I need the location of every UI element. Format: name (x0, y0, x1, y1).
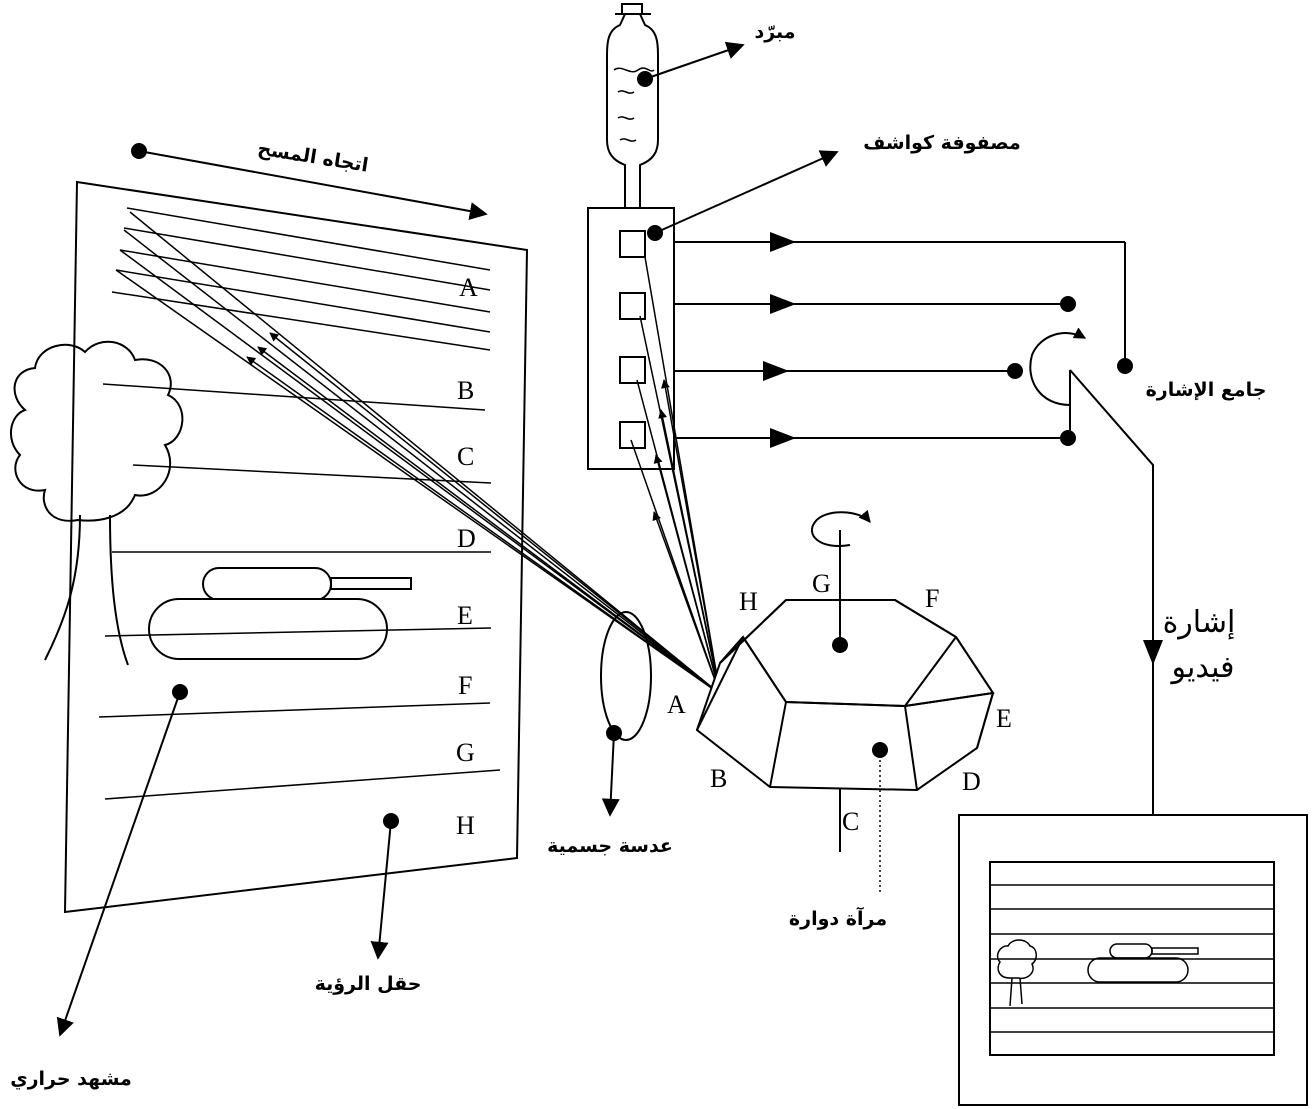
field-of-view-label: حقل الرؤية (315, 973, 422, 995)
stereo-lens-label: عدسة جسمية (547, 835, 673, 857)
signal-collector: جامع الإشارة إشارة فيديو (1029, 327, 1267, 815)
ray-bundle (115, 211, 721, 695)
facet-label-g: G (812, 569, 831, 598)
video-signal-label-line1: إشارة (1163, 605, 1236, 640)
facet-label-c: C (842, 807, 859, 836)
facet-label-h: H (739, 587, 758, 616)
cooler: مبرّد (606, 3, 796, 208)
facet-label-e: E (996, 704, 1012, 733)
detector-rays (630, 256, 721, 695)
rotating-mirror-label: مرآة دوارة (789, 906, 887, 930)
video-signal-label-line2: فيديو (1170, 650, 1235, 685)
scan-label-a: A (459, 273, 478, 302)
detector-array: مصفوفة كواشف (587, 132, 1021, 470)
facet-label-b: B (710, 764, 727, 793)
scan-label-f: F (458, 671, 472, 700)
scan-label-b: B (457, 376, 474, 405)
signal-collector-label: جامع الإشارة (1146, 379, 1267, 401)
scan-label-c: C (457, 442, 474, 471)
tree-shape (10, 340, 184, 666)
facet-label-a: A (667, 690, 686, 719)
mirror-facet-labels: H G F E D C B A (667, 569, 1012, 836)
signal-lines (674, 232, 1133, 448)
scan-direction-label: اتجاه المسح (256, 137, 370, 176)
scan-label-e: E (457, 601, 473, 630)
stereo-lens: عدسة جسمية (547, 611, 673, 857)
tank-shape (148, 567, 412, 660)
facet-label-f: F (925, 584, 939, 613)
rotating-mirror: H G F E D C B A مرآة دوارة (667, 509, 1012, 930)
detector-array-label: مصفوفة كواشف (863, 132, 1020, 154)
scan-label-g: G (456, 738, 475, 767)
facet-label-d: D (962, 767, 981, 796)
thermal-scene-label: مشهد حراري (10, 1068, 132, 1091)
scan-direction-arrow (131, 143, 488, 220)
scan-line-labels: A B C D E F G H (456, 273, 478, 840)
video-monitor (958, 814, 1308, 1106)
cooler-label: مبرّد (754, 21, 795, 43)
thermal-scene-pointer (56, 691, 181, 1037)
scan-label-h: H (456, 811, 475, 840)
scan-label-d: D (457, 524, 476, 553)
field-of-view-pointer (370, 820, 392, 960)
field-of-view-panel: A B C D E F G H (10, 143, 529, 914)
scan-lines (98, 207, 501, 800)
